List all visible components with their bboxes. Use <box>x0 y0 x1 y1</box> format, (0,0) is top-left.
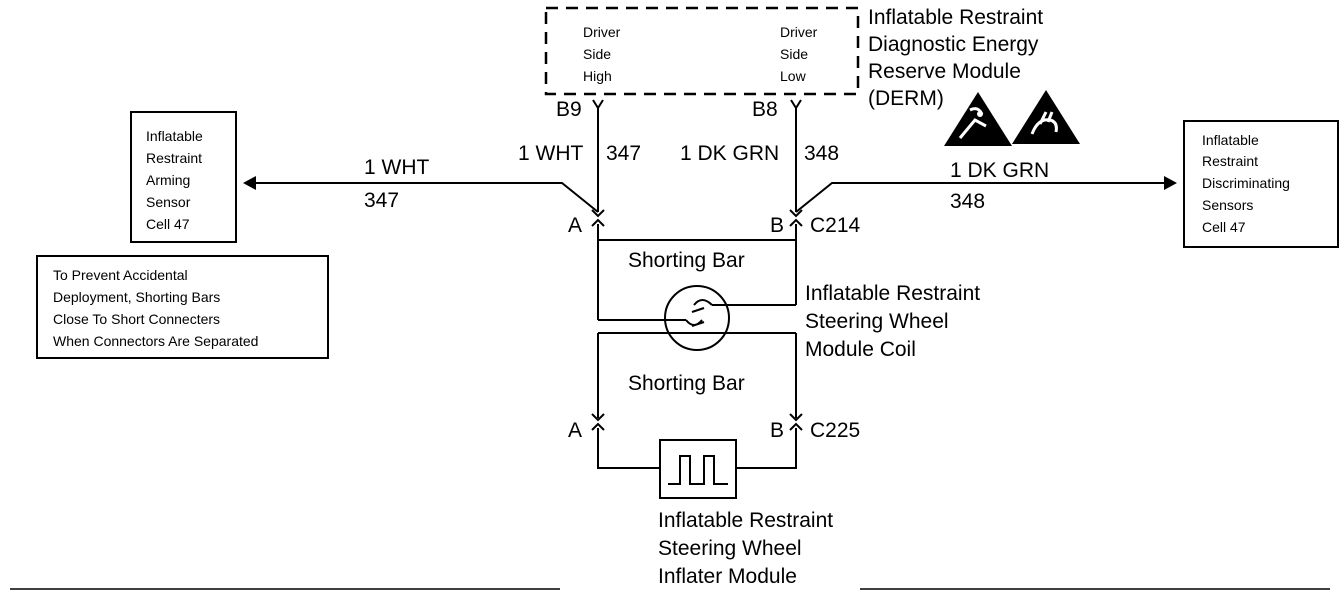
inflater-squib-symbol <box>668 455 728 485</box>
shorting-bar-upper-label: Shorting Bar <box>628 249 745 272</box>
wire-348-horizontal <box>795 182 1164 213</box>
derm-pin-b9: B9 <box>556 98 582 121</box>
wire-347-horizontal-circuit: 347 <box>364 189 399 212</box>
derm-label-line-3: Reserve Module <box>868 60 1021 83</box>
arming-sensor-line-1: Inflatable <box>146 128 203 144</box>
derm-label-line-4: (DERM) <box>868 87 944 110</box>
coil-label-line-1: Inflatable Restraint <box>805 282 980 305</box>
connector-c214-a <box>591 209 605 227</box>
wire-348-vertical-color: 1 DK GRN <box>680 142 779 165</box>
derm-pin-b8: B8 <box>752 98 778 121</box>
arming-sensor-line-4: Sensor <box>146 194 191 210</box>
arming-sensor-line-2: Restraint <box>146 150 202 166</box>
derm-right-pin-line-2: Side <box>780 46 808 62</box>
discriminating-sensors-box <box>1183 120 1339 248</box>
note-line-2: Deployment, Shorting Bars <box>53 289 220 305</box>
discriminating-sensors-line-5: Cell 47 <box>1202 219 1246 235</box>
inflater-module-box <box>659 439 737 499</box>
discriminating-sensors-line-1: Inflatable <box>1202 132 1259 148</box>
arming-sensor-terminal <box>243 176 256 190</box>
inflater-right-wire <box>736 428 797 469</box>
c225-pin-a: A <box>568 419 582 442</box>
connector-c225-b <box>789 413 803 431</box>
derm-label-line-1: Inflatable Restraint <box>868 6 1043 29</box>
c214-pin-a: A <box>568 214 582 237</box>
note-line-1: To Prevent Accidental <box>53 267 188 283</box>
shorting-bar-lower-label: Shorting Bar <box>628 372 745 395</box>
inflater-label-line-1: Inflatable Restraint <box>658 509 833 532</box>
note-box <box>36 255 329 359</box>
c214-label: C214 <box>810 214 861 237</box>
arming-sensor-line-5: Cell 47 <box>146 216 190 232</box>
inflater-label-line-3: Inflater Module <box>658 565 797 588</box>
discriminating-sensors-line-3: Discriminating <box>1202 175 1290 191</box>
wire-347-horizontal-color: 1 WHT <box>364 156 430 179</box>
wire-347-horizontal <box>256 182 599 213</box>
c214-pin-b: B <box>770 214 784 237</box>
note-line-3: Close To Short Connecters <box>53 311 220 327</box>
coil-label-line-2: Steering Wheel <box>805 310 949 333</box>
derm-left-pin-line-1: Driver <box>583 24 621 40</box>
inflater-left-wire <box>597 428 660 469</box>
esd-warning-icon <box>944 92 1012 146</box>
connector-c225-a <box>591 413 605 431</box>
wire-348-vertical-circuit: 348 <box>804 142 839 165</box>
derm-label-line-2: Diagnostic Energy <box>868 33 1039 56</box>
derm-left-pin-line-2: Side <box>583 46 611 62</box>
derm-right-pin-line-1: Driver <box>780 24 818 40</box>
wire-348-horizontal-color: 1 DK GRN <box>950 159 1049 182</box>
pin-b9-terminal <box>592 99 604 110</box>
pin-b8-terminal <box>790 99 802 110</box>
coil-label-line-3: Module Coil <box>805 338 916 361</box>
connector-c214-b <box>789 209 803 227</box>
c225-label: C225 <box>810 419 860 442</box>
derm-left-pin-line-3: High <box>583 68 612 84</box>
discriminating-sensors-line-4: Sensors <box>1202 197 1253 213</box>
derm-right-pin-line-3: Low <box>780 68 807 84</box>
note-line-4: When Connectors Are Separated <box>53 333 258 349</box>
arming-sensor-line-3: Arming <box>146 172 190 188</box>
wire-347-vertical-circuit: 347 <box>606 142 641 165</box>
wire-347-vertical-color: 1 WHT <box>518 142 584 165</box>
module-coil-winding <box>685 299 713 327</box>
arming-sensor-box <box>130 111 237 243</box>
discriminating-sensors-terminal <box>1164 176 1177 190</box>
esd-hand-warning-icon <box>1012 90 1080 144</box>
wire-348-horizontal-circuit: 348 <box>950 190 985 213</box>
c225-pin-b: B <box>770 419 784 442</box>
discriminating-sensors-line-2: Restraint <box>1202 153 1258 169</box>
inflater-label-line-2: Steering Wheel <box>658 537 802 560</box>
module-coil-symbol <box>664 285 730 351</box>
